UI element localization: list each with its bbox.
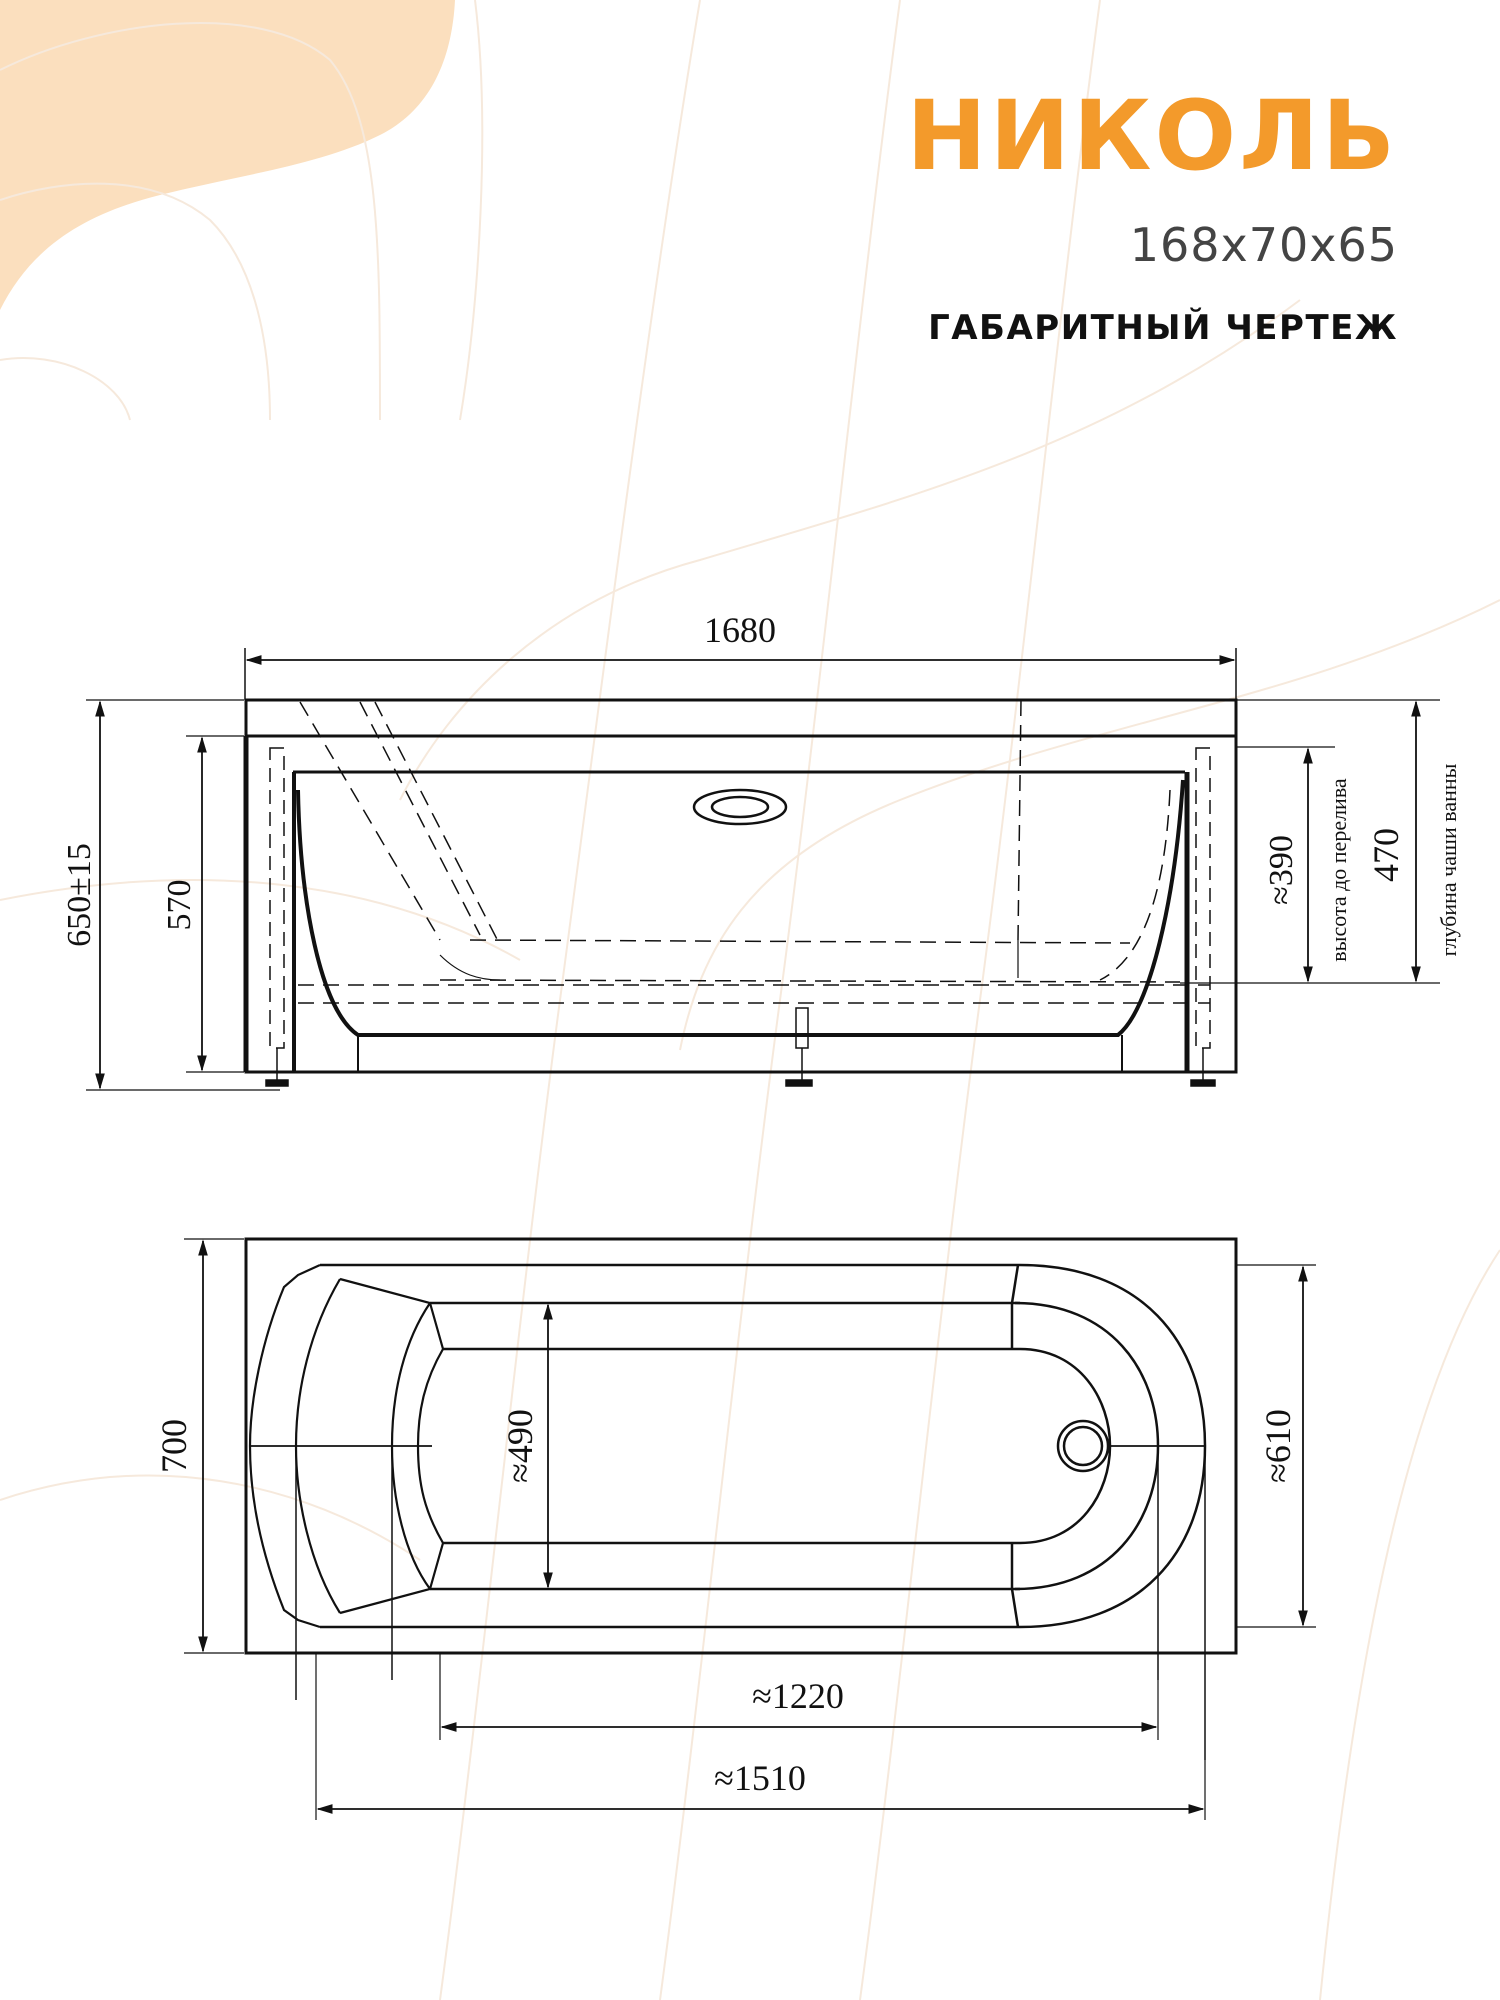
inner-length-label: ≈1220 — [752, 1676, 844, 1716]
overflow-icon — [692, 788, 788, 826]
bowl-depth-label: 470 — [1366, 828, 1406, 882]
dimension-490: ≈490 — [500, 1303, 553, 1589]
header: НИКОЛЬ 168x70x65 ГАБАРИТНЫЙ ЧЕРТЕЖ — [906, 88, 1398, 348]
leg-middle — [785, 1007, 813, 1087]
body-height-label: 570 — [161, 880, 198, 931]
dimension-650: 650±15 — [61, 699, 280, 1091]
top-view: 700 ≈490 ≈610 ≈1220 ≈1510 — [154, 1237, 1316, 1820]
overflow-height-label: ≈390 — [1263, 835, 1300, 905]
dimension-700: 700 — [154, 1238, 244, 1654]
product-size: 168x70x65 — [1129, 218, 1398, 272]
dimension-390: ≈390 высота до перелива — [1180, 746, 1440, 984]
dimension-1510: ≈1510 — [315, 1653, 1206, 1820]
product-title: НИКОЛЬ — [906, 80, 1398, 192]
headrest — [248, 1263, 445, 1700]
length-label: 1680 — [704, 610, 776, 650]
leg-right — [1190, 747, 1216, 1087]
total-height-label: 650±15 — [61, 843, 98, 947]
bowl-depth-caption: глубина чаши ванны — [1436, 763, 1461, 956]
drain-icon — [1056, 1419, 1110, 1473]
bowl-length-label: ≈1510 — [714, 1758, 806, 1798]
overflow-height-caption: высота до перелива — [1326, 778, 1351, 962]
leg-left — [265, 747, 289, 1087]
dimension-1680: 1680 — [244, 610, 1237, 700]
foot-width-label: ≈610 — [1258, 1409, 1298, 1483]
width-label: 700 — [154, 1419, 194, 1473]
foot-end — [1010, 1263, 1207, 1760]
hidden-lines — [298, 699, 1210, 1004]
drawing-caption: ГАБАРИТНЫЙ ЧЕРТЕЖ — [928, 308, 1398, 348]
dimension-610: ≈610 — [1236, 1264, 1316, 1628]
dimension-470: 470 глубина чаши ванны — [1236, 699, 1461, 983]
head-width-label: ≈490 — [500, 1409, 540, 1483]
dimension-1220: ≈1220 — [439, 1653, 1159, 1740]
dimension-570: 570 — [161, 735, 244, 1073]
side-view: 1680 — [61, 610, 1461, 1091]
